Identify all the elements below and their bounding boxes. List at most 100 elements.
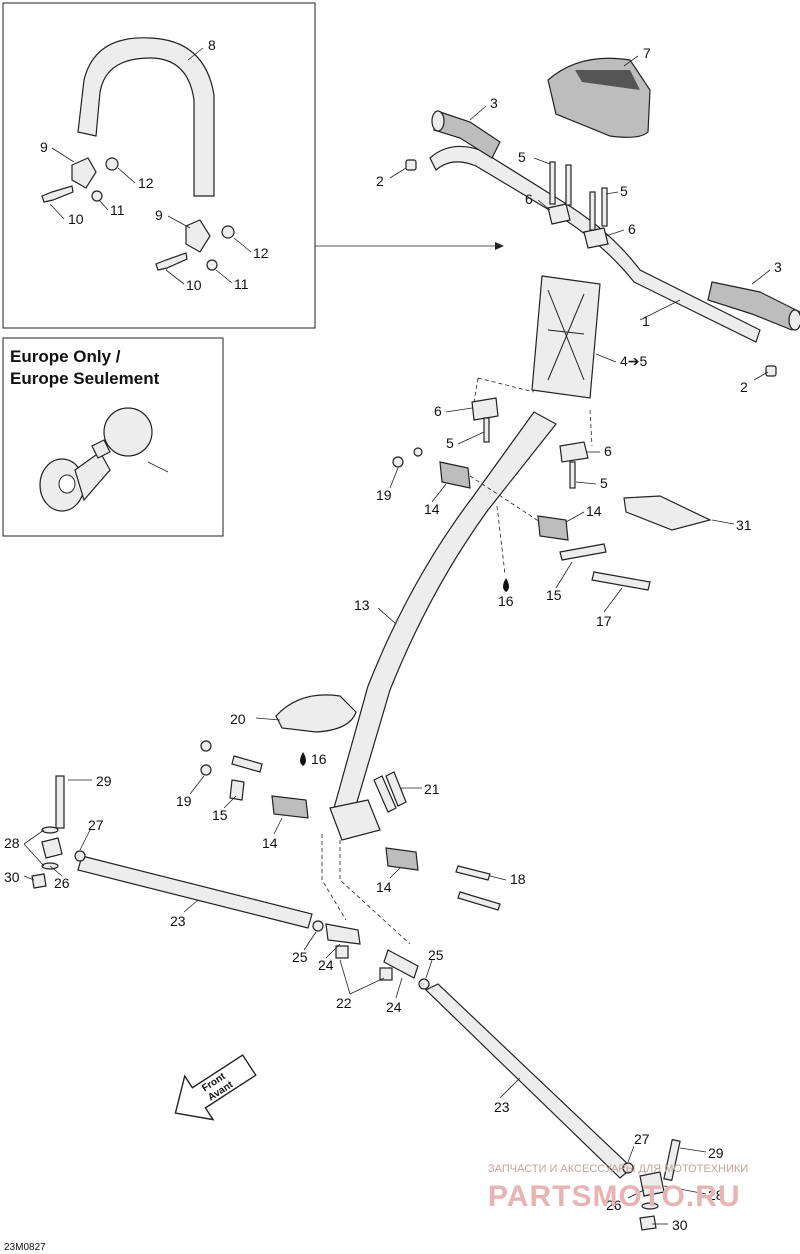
europe-title-fr: Europe Seulement bbox=[10, 369, 160, 388]
callout-14b: 14 bbox=[586, 503, 602, 519]
plate-31 bbox=[623, 495, 712, 531]
watermark-tagline: ЗАПЧАСТИ И АКСЕССУАРЫ ДЛЯ МОТОТЕХНИКИ bbox=[488, 1163, 748, 1175]
callout-12a: 12 bbox=[138, 175, 154, 191]
tie-rod-end-24b bbox=[383, 949, 419, 979]
handlebar-pad-arch bbox=[77, 37, 215, 197]
callout-14d: 14 bbox=[376, 879, 392, 895]
callout-5d: 5 bbox=[600, 475, 608, 491]
callout-6d: 6 bbox=[604, 443, 612, 459]
callout-8: 8 bbox=[208, 37, 216, 53]
pad-clamp-9b bbox=[185, 219, 211, 253]
callout-27b: 27 bbox=[634, 1131, 650, 1147]
callout-3a: 3 bbox=[490, 95, 498, 111]
callout-31: 31 bbox=[736, 517, 752, 533]
callout-7: 7 bbox=[643, 45, 651, 61]
bolt-21b bbox=[385, 771, 407, 807]
callout-2b: 2 bbox=[740, 379, 748, 395]
callout-2a: 2 bbox=[376, 173, 384, 189]
spacer-22a bbox=[335, 945, 349, 959]
grip-right bbox=[707, 281, 800, 331]
callout-17: 17 bbox=[596, 613, 612, 629]
callout-6a: 6 bbox=[525, 191, 533, 207]
callout-27a: 27 bbox=[88, 817, 104, 833]
callout-26b: 26 bbox=[606, 1197, 622, 1213]
clamp-6a bbox=[547, 203, 571, 225]
callout-23a: 23 bbox=[170, 913, 186, 929]
spacer-22b bbox=[379, 967, 393, 981]
figure-code: 23M0827 bbox=[4, 1242, 46, 1253]
callout-25a: 25 bbox=[292, 949, 308, 965]
bolt-18b bbox=[457, 891, 501, 911]
callout-11a: 11 bbox=[110, 202, 125, 218]
callout-13: 13 bbox=[354, 597, 370, 613]
bolt-5e bbox=[483, 417, 490, 443]
bolt-29b bbox=[663, 1138, 681, 1182]
bolt-21a bbox=[373, 775, 397, 813]
callout-3b: 3 bbox=[774, 259, 782, 275]
nut-27b bbox=[622, 1162, 634, 1174]
nut-25b bbox=[418, 978, 430, 990]
nut-12b bbox=[221, 225, 235, 239]
watermark: ЗАПЧАСТИ И АКСЕССУАРЫ ДЛЯ МОТОТЕХНИКИ PA… bbox=[488, 1163, 748, 1213]
callout-28b: 28 bbox=[708, 1187, 724, 1203]
bolt-5f bbox=[569, 461, 576, 489]
callout-labels: 7 3 2 5 6 5 6 3 1 4➔5 2 6 5 6 5 19 14 14… bbox=[4, 45, 782, 1233]
callout-14c: 14 bbox=[262, 835, 278, 851]
europe-title-en: Europe Only / bbox=[10, 347, 121, 366]
callout-30b: 30 bbox=[672, 1217, 688, 1233]
steering-column bbox=[200, 411, 712, 945]
callout-4-5: 4➔5 bbox=[620, 353, 648, 369]
bolt-5b bbox=[565, 164, 572, 206]
bushing-14b bbox=[537, 515, 569, 541]
callout-5c: 5 bbox=[446, 435, 454, 451]
bolt-5a bbox=[549, 161, 556, 205]
pad-clamp-9a bbox=[71, 157, 97, 189]
grip-left bbox=[433, 111, 501, 159]
callout-25b: 25 bbox=[428, 947, 444, 963]
callout-5b: 5 bbox=[620, 183, 628, 199]
tie-rod-end-24a bbox=[325, 923, 361, 945]
callout-1: 1 bbox=[642, 313, 650, 329]
callout-11b: 11 bbox=[234, 276, 249, 292]
callout-22: 22 bbox=[336, 995, 352, 1011]
plug-2b bbox=[765, 365, 777, 377]
washer-11a bbox=[91, 190, 103, 202]
callout-16a: 16 bbox=[498, 593, 514, 609]
front-direction-arrow: Front Avant bbox=[174, 1054, 257, 1121]
bolt-10b bbox=[155, 252, 188, 271]
bolt-18a bbox=[455, 865, 491, 881]
callout-5a: 5 bbox=[518, 149, 526, 165]
bolt-17 bbox=[591, 571, 651, 591]
callout-15b: 15 bbox=[212, 807, 228, 823]
callout-30a: 30 bbox=[4, 869, 20, 885]
callout-6c: 6 bbox=[434, 403, 442, 419]
europe-only-box: Europe Only / Europe Seulement bbox=[2, 337, 224, 537]
horn-bulb bbox=[103, 407, 153, 457]
bolt-10a bbox=[41, 185, 74, 203]
callout-29a: 29 bbox=[96, 773, 112, 789]
callout-9a: 9 bbox=[40, 139, 48, 155]
callout-24a: 24 bbox=[318, 957, 334, 973]
sleeve-15a bbox=[559, 543, 607, 561]
watermark-site: PARTSMOTO.RU bbox=[488, 1180, 741, 1213]
ball-joint-26b bbox=[639, 1171, 665, 1197]
callout-20: 20 bbox=[230, 711, 246, 727]
callout-21: 21 bbox=[424, 781, 440, 797]
clamp-6c bbox=[471, 397, 499, 421]
ball-joint-26a bbox=[41, 837, 63, 859]
nut-25a bbox=[312, 920, 324, 932]
callout-16b: 16 bbox=[311, 751, 327, 767]
callout-14a: 14 bbox=[424, 501, 440, 517]
callout-19a: 19 bbox=[376, 487, 392, 503]
clamp-6b bbox=[583, 227, 609, 249]
handlebar-assembly bbox=[405, 57, 800, 489]
inset-box-pad: 8 9 12 11 10 9 12 10 11 bbox=[2, 2, 316, 329]
bolt-29a bbox=[55, 775, 65, 829]
callout-28a: 28 bbox=[4, 835, 20, 851]
bolt-5c bbox=[589, 191, 596, 231]
tie-rod-left bbox=[77, 855, 313, 929]
column-lower-bracket bbox=[329, 799, 381, 841]
callout-18: 18 bbox=[510, 871, 526, 887]
tie-rods bbox=[31, 775, 681, 1231]
callout-29b: 29 bbox=[708, 1145, 724, 1161]
